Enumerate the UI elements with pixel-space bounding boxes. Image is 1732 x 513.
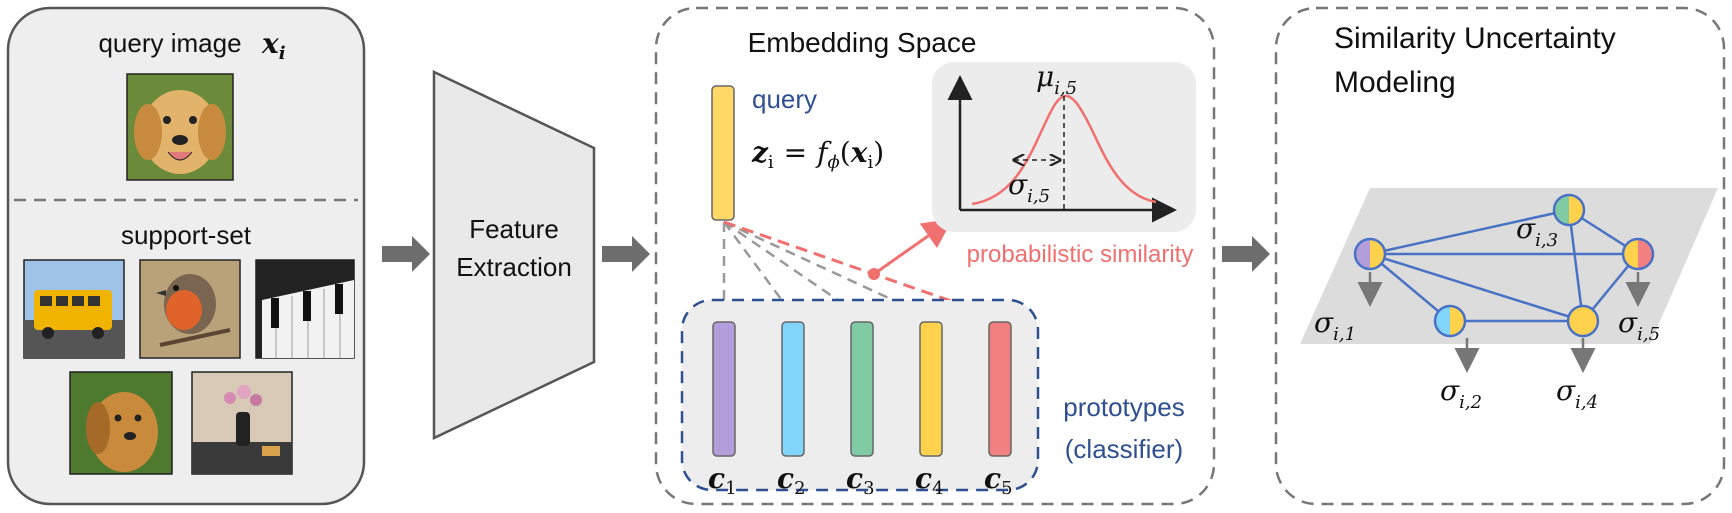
prototype-bar-1 <box>712 321 736 457</box>
feature-extractor: Feature Extraction <box>432 70 596 440</box>
mu-label: μi,5 <box>1036 60 1077 99</box>
sigma-label-2: σi,2 <box>1440 374 1482 413</box>
sigma-label-3: σi,3 <box>1516 212 1558 251</box>
query-symbol: xi <box>261 27 286 64</box>
query-embedding-bar <box>711 85 735 221</box>
support-photo-robin <box>139 259 241 359</box>
prototype-bar-2 <box>781 321 805 457</box>
sigma-label-4: σi,4 <box>1556 374 1598 413</box>
distribution-inset: μi,5 σi,5 <box>932 60 1196 232</box>
similarity-arrow <box>873 218 953 276</box>
svg-text:query image: query image <box>98 28 241 58</box>
prototype-bars <box>712 321 1012 457</box>
graph-node-3 <box>1552 193 1586 227</box>
support-set-label: support-set <box>121 220 252 250</box>
prototypes-label-line1: prototypes <box>1063 392 1184 422</box>
prototype-labels: c1 c2 c3 c4 c5 <box>708 462 1013 499</box>
similarity-label: probabilistic similarity <box>967 241 1194 268</box>
prototype-bar-3 <box>850 321 874 457</box>
sigma-label: σi,5 <box>1008 168 1050 207</box>
feature-label-line1: Feature <box>469 214 559 244</box>
sigma-label-1: σi,1 <box>1314 306 1356 345</box>
prototype-label-3: c3 <box>846 462 875 499</box>
query-label: query <box>752 84 817 114</box>
flow-arrow-1 <box>382 236 430 272</box>
graph-plane <box>1300 188 1718 344</box>
flow-arrow-3 <box>1222 236 1270 272</box>
graph-node-1 <box>1353 237 1387 271</box>
input-panel: query image xi support-set <box>6 6 366 506</box>
support-photo-vase <box>191 371 293 475</box>
gaussian-curve <box>971 94 1157 206</box>
sigma-label-5: σi,5 <box>1618 306 1660 345</box>
prototypes-label-line2: (classifier) <box>1065 434 1183 464</box>
sigma-arrows <box>1357 272 1651 373</box>
prototype-label-4: c4 <box>915 462 944 499</box>
flow-arrow-2 <box>602 236 650 272</box>
graph-node-2 <box>1433 304 1467 338</box>
uncertainty-title-line2: Modeling <box>1334 66 1456 99</box>
feature-label-line2: Extraction <box>456 252 572 282</box>
support-photo-retriever <box>69 371 173 475</box>
prototype-bar-5 <box>988 321 1012 457</box>
prototype-label-5: c5 <box>984 462 1013 499</box>
prototype-label-1: c1 <box>708 462 737 499</box>
query-equation: zi=fϕ(xi) <box>751 136 884 173</box>
uncertainty-title-line1: Similarity Uncertainty <box>1334 22 1616 55</box>
graph-node-5 <box>1621 237 1655 271</box>
query-image-label: query image <box>98 28 241 58</box>
query-dog-photo <box>126 73 234 181</box>
embedding-title: Embedding Space <box>748 27 977 58</box>
uncertainty-panel: Similarity Uncertainty Modeling <box>1274 6 1726 506</box>
support-photo-piano <box>255 259 355 359</box>
prototype-bar-4 <box>919 321 943 457</box>
graph-node-4 <box>1566 304 1600 338</box>
support-photo-bus <box>23 259 125 359</box>
embedding-panel: Embedding Space query zi=fϕ(xi) μi,5 σi,… <box>654 6 1216 506</box>
prototype-label-2: c2 <box>777 462 806 499</box>
